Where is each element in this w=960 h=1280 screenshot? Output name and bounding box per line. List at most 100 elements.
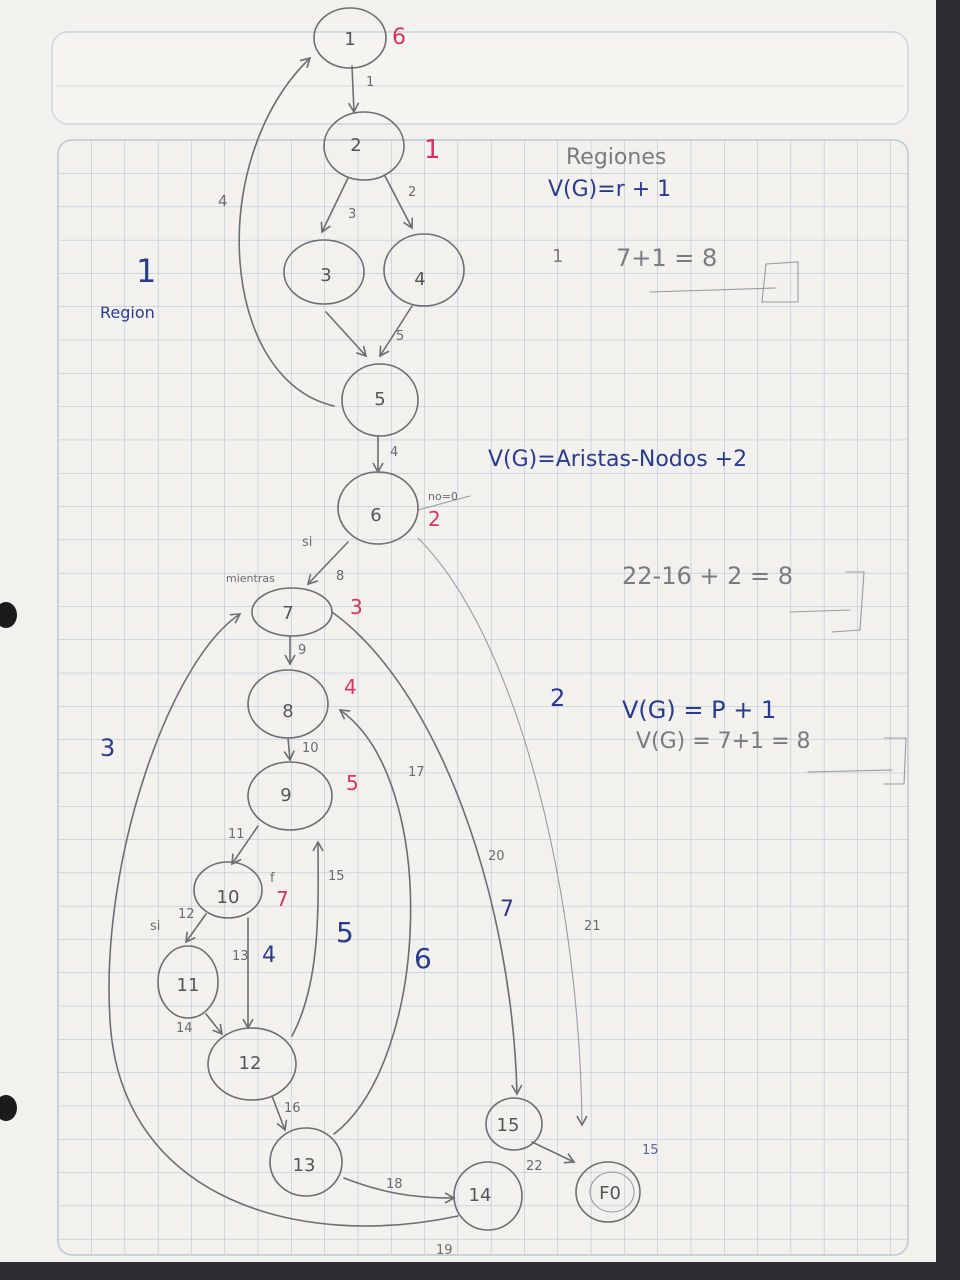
node-4 xyxy=(383,233,465,307)
node-5 xyxy=(341,363,419,437)
region-3-mark: 3 xyxy=(100,734,115,762)
pink-mark-node-8: 4 xyxy=(344,675,357,699)
notes-formula-2: V(G)=Aristas-Nodos +2 xyxy=(488,447,747,472)
edge-label-4-loop: 4 xyxy=(218,192,228,210)
edge-4-5 xyxy=(379,305,413,358)
pink-mark-node-6: 2 xyxy=(428,507,441,531)
node-7 xyxy=(251,587,333,637)
binder-hole-1 xyxy=(0,602,17,628)
node-label-14: 14 xyxy=(469,1185,492,1206)
notes-label-1: 1 xyxy=(552,246,563,267)
notes-title: Regiones xyxy=(566,145,666,170)
node-label-fin: F0 xyxy=(599,1183,621,1204)
node-fin-inner xyxy=(589,1171,635,1213)
edge-label-5: 5 xyxy=(396,329,404,344)
node-2 xyxy=(323,111,405,181)
notes-label-2: 2 xyxy=(550,684,565,712)
notes-calc-3: V(G) = 7+1 = 8 xyxy=(636,729,811,754)
edge-label-14: 14 xyxy=(176,1021,193,1036)
node-8 xyxy=(247,669,329,739)
edge-13-14 xyxy=(343,1177,456,1204)
edge-11-12 xyxy=(205,1013,224,1036)
complexity-notes: Regiones V(G)=r + 1 1 7+1 = 8 V(G)=Arist… xyxy=(488,145,907,785)
edge-label-16: 16 xyxy=(284,1101,301,1116)
pink-mark-node-10: 7 xyxy=(276,887,289,911)
pink-mark-node-7: 3 xyxy=(350,595,363,619)
pink-mark-node-9: 5 xyxy=(346,771,359,795)
edge-label-22: 22 xyxy=(526,1159,543,1174)
edge-label-12: 12 xyxy=(178,907,195,922)
notes-calc-2: 22-16 + 2 = 8 xyxy=(622,562,793,590)
edge-label-9: 9 xyxy=(298,643,306,658)
edge-label-15: 15 xyxy=(328,869,345,884)
node-13 xyxy=(269,1127,343,1197)
region-6-mark: 6 xyxy=(414,942,432,975)
region-5-mark: 5 xyxy=(336,916,354,949)
region-4-mark: 4 xyxy=(262,943,276,968)
region-15-mark: 15 xyxy=(642,1143,659,1158)
edge-10-11 xyxy=(185,913,207,944)
node-10 xyxy=(193,861,263,919)
node-label-12: 12 xyxy=(239,1053,262,1074)
node-label-3: 3 xyxy=(320,265,331,286)
node-15 xyxy=(485,1097,543,1151)
region-marks: 1 Region 3 4 5 6 7 15 xyxy=(100,252,659,1158)
edge-label-17: 17 xyxy=(408,765,425,780)
region-7-mark: 7 xyxy=(500,897,514,922)
node-14 xyxy=(453,1161,523,1231)
edge-label-21: 21 xyxy=(584,919,601,934)
node-9 xyxy=(247,761,333,831)
edge-1-2 xyxy=(347,65,360,114)
notes-formula-3: V(G) = P + 1 xyxy=(622,696,776,724)
edge-label-18: 18 xyxy=(386,1177,403,1192)
region-1-mark: 1 xyxy=(136,252,156,290)
node-fin xyxy=(575,1161,641,1223)
region-1-word: Region xyxy=(100,303,155,322)
edge-label-11: 11 xyxy=(228,827,245,842)
edge-3-5 xyxy=(325,311,368,358)
edge-12-13 xyxy=(271,1095,288,1132)
binder-hole-2 xyxy=(0,1095,17,1121)
edge-label-20: 20 xyxy=(488,849,505,864)
edge-9-10 xyxy=(231,825,259,866)
node-label-6: 6 xyxy=(370,505,381,526)
node-label-10: 10 xyxy=(217,887,240,908)
notes-formula-1: V(G)=r + 1 xyxy=(548,177,671,202)
edge-6-extra-tick xyxy=(417,495,471,511)
branch-label-si-6: si xyxy=(302,535,312,550)
branch-label-no-6: no=0 xyxy=(428,490,458,503)
node-label-13: 13 xyxy=(293,1155,316,1176)
edge-label-10: 10 xyxy=(302,741,319,756)
node-label-7: 7 xyxy=(282,603,293,624)
predicate-marks: 6 1 2 3 4 5 7 xyxy=(276,25,441,911)
paper-edge-shadow xyxy=(936,0,960,1280)
edge-8-9 xyxy=(283,737,295,762)
notes-calc-2-box xyxy=(789,571,865,633)
node-label-1: 1 xyxy=(344,29,355,50)
node-label-5: 5 xyxy=(374,389,385,410)
edge-2-3 xyxy=(320,177,349,234)
branch-label-f-10: f xyxy=(270,871,275,886)
notes-calc-1: 7+1 = 8 xyxy=(616,244,717,272)
edge-label-2: 3 xyxy=(348,207,356,222)
edge-label-13: 13 xyxy=(232,949,249,964)
branch-label-mientras: mientras xyxy=(226,572,275,585)
node-1 xyxy=(313,7,387,69)
edge-6-fin xyxy=(417,537,588,1127)
edge-labels: 1 3 2 4 5 4 8 9 10 11 12 13 14 15 16 17 … xyxy=(176,75,601,1258)
edge-label-8: 8 xyxy=(336,569,344,584)
node-11 xyxy=(157,945,219,1019)
edge-14-7 xyxy=(108,613,459,1227)
node-label-2: 2 xyxy=(350,135,361,156)
edge-label-6: 4 xyxy=(390,445,398,460)
node-3 xyxy=(283,239,365,305)
node-label-9: 9 xyxy=(280,785,291,806)
edge-12-9 xyxy=(291,840,324,1037)
node-12 xyxy=(207,1027,297,1101)
grid-area xyxy=(57,139,909,1256)
edge-5-1 xyxy=(238,56,335,407)
header-box xyxy=(51,31,909,125)
branch-label-si-10: si xyxy=(150,919,160,934)
node-label-15: 15 xyxy=(497,1115,520,1136)
